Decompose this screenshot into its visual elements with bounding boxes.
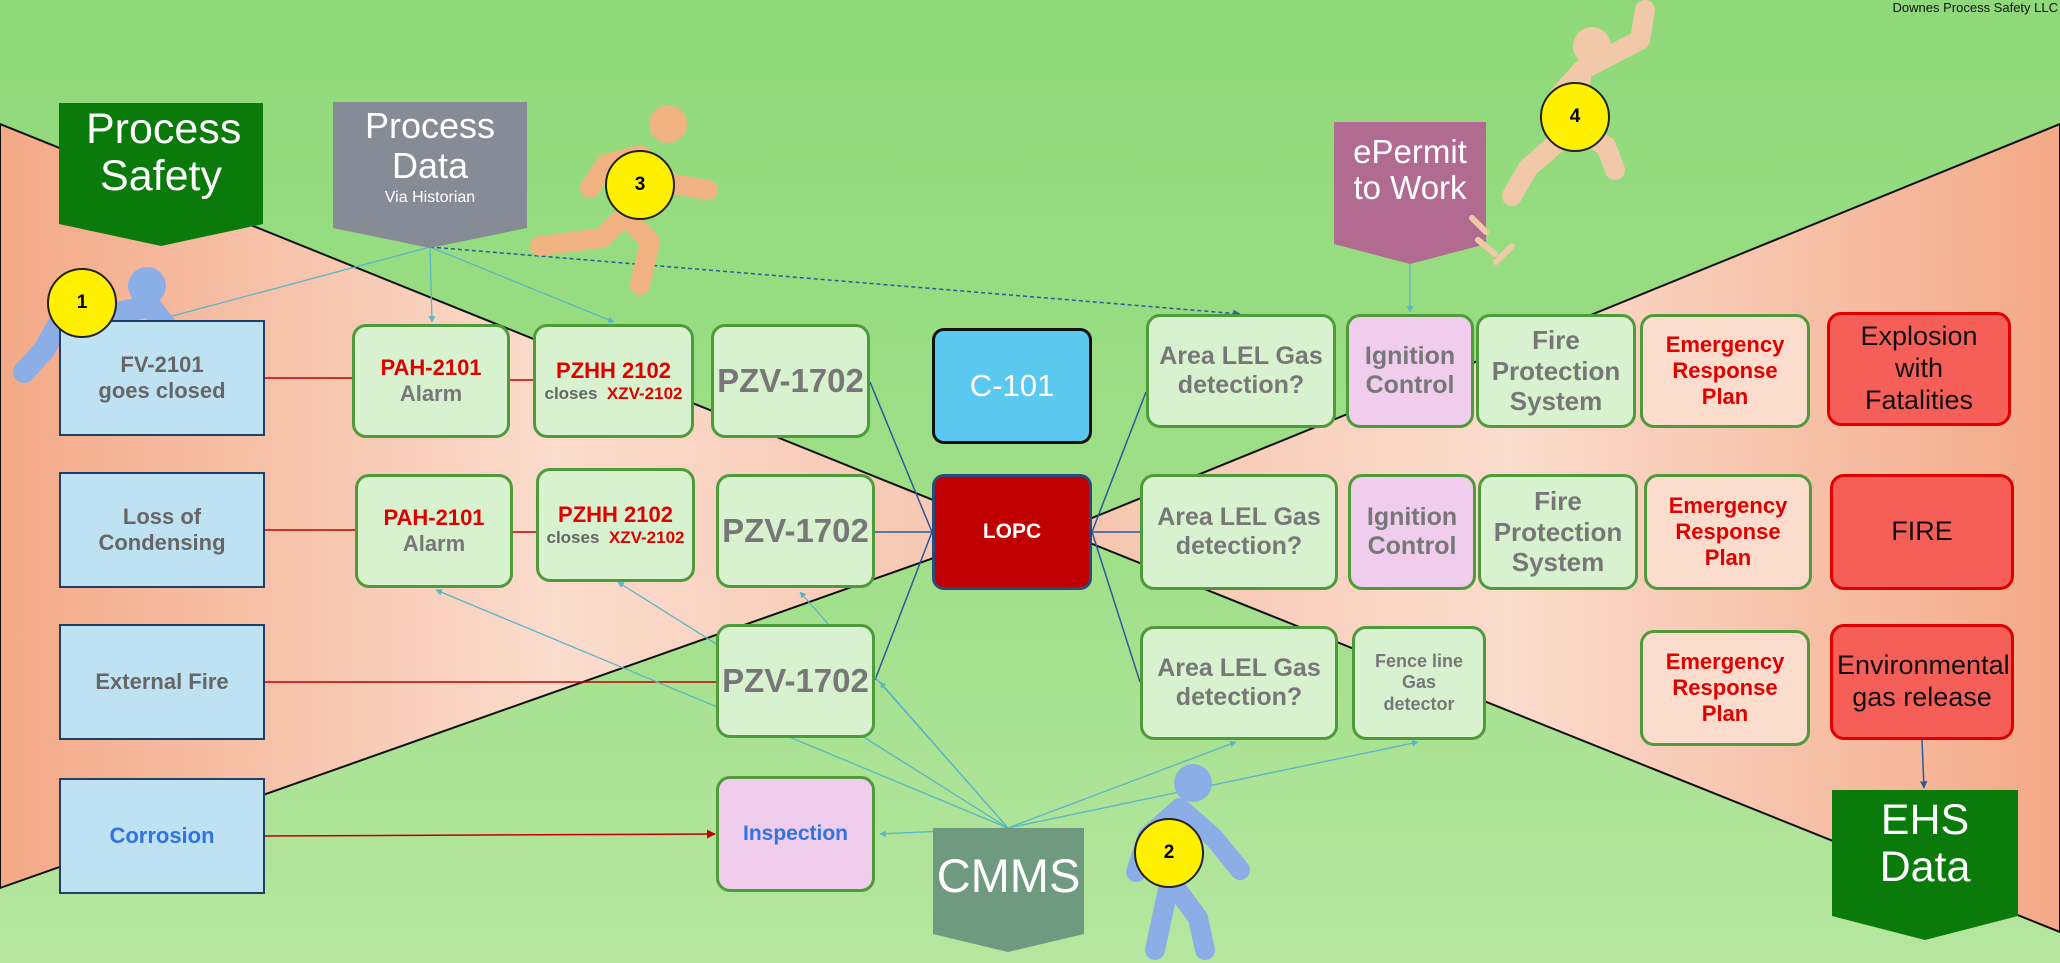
erp-label: Emergency Response Plan — [1665, 649, 1785, 726]
historian-link — [429, 246, 1241, 318]
pzv-label: PZV-1702 — [722, 661, 869, 699]
fence-line-label: Fence line Gas detector — [1374, 651, 1464, 714]
lel-detection-row3[interactable]: Area LEL Gas detection? — [1140, 626, 1338, 740]
step-marker-2: 2 — [1134, 818, 1204, 888]
epermit-flag: ePermit to Work — [1334, 133, 1486, 244]
cause-lines — [264, 377, 718, 839]
cmms-flag[interactable]: CMMS — [933, 850, 1084, 910]
pah-label: Alarm — [399, 381, 463, 406]
consequence-fire[interactable]: FIRE — [1830, 474, 2014, 590]
fire-protection-label: Fire Protection System — [1491, 324, 1621, 417]
inspection-barrier[interactable]: Inspection — [716, 776, 875, 892]
pah-label: Alarm — [402, 531, 466, 556]
worker-figure-3 — [530, 105, 718, 295]
fire-protection-row2[interactable]: Fire Protection System — [1478, 474, 1638, 590]
pah-alarm-row2[interactable]: PAH-2101 Alarm — [355, 474, 513, 588]
process-safety-flag-shape — [59, 103, 263, 246]
pah-tag: PAH-2101 — [383, 505, 485, 531]
pzv-label: PZV-1702 — [717, 361, 864, 399]
pzv-row2[interactable]: PZV-1702 — [716, 474, 875, 588]
cmms-flag-shape — [933, 828, 1084, 952]
erp-row1[interactable]: Emergency Response Plan — [1640, 314, 1810, 428]
pzv-row3[interactable]: PZV-1702 — [716, 624, 875, 738]
cause-corrosion[interactable]: Corrosion — [59, 778, 265, 894]
fire-protection-label: Fire Protection System — [1493, 485, 1623, 578]
inspection-label: Inspection — [742, 821, 848, 845]
cause-external-fire-label: External Fire — [95, 669, 229, 695]
vessel-c101[interactable]: C-101 — [932, 328, 1092, 444]
pzhh-trip-row2[interactable]: PZHH 2102 closes XZV-2102 — [536, 468, 695, 582]
center-links — [869, 381, 1928, 789]
process-data-title: Process Data — [365, 105, 496, 186]
pzhh-action: closes XZV-2102 — [547, 528, 685, 548]
lopc-label: LOPC — [982, 519, 1042, 543]
epermit-flag-shape — [1334, 122, 1486, 264]
pzhh-valve: XZV-2102 — [608, 527, 685, 547]
vessel-label: C-101 — [969, 367, 1055, 403]
credit-text: Downes Process Safety LLC — [1892, 0, 2058, 15]
pah-alarm-row1[interactable]: PAH-2101 Alarm — [352, 324, 510, 438]
erp-row2[interactable]: Emergency Response Plan — [1644, 474, 1812, 590]
ignition-label: Ignition Control — [1366, 502, 1458, 561]
process-safety-flag: Process Safety — [59, 105, 263, 226]
worker-figure-4 — [1469, 0, 1655, 265]
process-safety-title: Process Safety — [86, 105, 242, 201]
pzhh-trip-row1[interactable]: PZHH 2102 closes XZV-2102 — [533, 324, 694, 438]
process-data-flag-shape — [333, 102, 527, 248]
consequence-environmental-label: Environmental gas release — [1837, 650, 2010, 712]
lopc-top-event[interactable]: LOPC — [932, 474, 1092, 590]
flag-shapes — [59, 102, 2018, 952]
consequence-explosion[interactable]: Explosion with Fatalities — [1827, 312, 2011, 426]
ignition-control-row1[interactable]: Ignition Control — [1346, 314, 1474, 428]
erp-label: Emergency Response Plan — [1665, 332, 1785, 409]
step-marker-3: 3 — [605, 150, 675, 220]
cause-loss-of-condensing[interactable]: Loss of Condensing — [59, 472, 265, 588]
pah-tag: PAH-2101 — [380, 355, 482, 381]
erp-label: Emergency Response Plan — [1668, 493, 1788, 570]
cause-external-fire[interactable]: External Fire — [59, 624, 265, 740]
lel-label: Area LEL Gas detection? — [1157, 653, 1321, 712]
pzv-row1[interactable]: PZV-1702 — [711, 324, 870, 438]
pzhh-closes-text: closes — [544, 383, 598, 403]
pzhh-valve: XZV-2102 — [606, 383, 683, 403]
ignition-label: Ignition Control — [1364, 341, 1456, 400]
pzv-label: PZV-1702 — [722, 511, 869, 549]
cause-corrosion-label: Corrosion — [109, 823, 215, 849]
erp-row3[interactable]: Emergency Response Plan — [1640, 630, 1810, 746]
lel-label: Area LEL Gas detection? — [1159, 341, 1323, 400]
ehs-title: EHS Data — [1879, 796, 1971, 892]
process-data-subtitle: Via Historian — [384, 189, 476, 207]
consequence-explosion-label: Explosion with Fatalities — [1860, 321, 1978, 415]
consequence-environmental[interactable]: Environmental gas release — [1830, 624, 2014, 740]
pzhh-action: closes XZV-2102 — [545, 384, 683, 404]
process-data-flag: Process Data Via Historian — [333, 106, 527, 226]
ehs-flag-shape — [1832, 790, 2018, 940]
pzhh-tag: PZHH 2102 — [558, 502, 673, 527]
cause-fv-closed-label: FV-2101 goes closed — [98, 352, 226, 403]
cause-loss-of-condensing-label: Loss of Condensing — [98, 504, 226, 555]
cmms-title: CMMS — [936, 849, 1081, 902]
cause-fv-closed[interactable]: FV-2101 goes closed — [59, 320, 265, 436]
pzhh-closes-text: closes — [546, 527, 600, 547]
lel-detection-row1[interactable]: Area LEL Gas detection? — [1146, 314, 1336, 428]
lel-detection-row2[interactable]: Area LEL Gas detection? — [1140, 474, 1338, 590]
consequence-fire-label: FIRE — [1891, 516, 1953, 547]
ignition-control-row2[interactable]: Ignition Control — [1348, 474, 1476, 590]
ehs-flag: EHS Data — [1832, 796, 2018, 917]
fence-line-detector[interactable]: Fence line Gas detector — [1352, 626, 1486, 740]
step-marker-1: 1 — [47, 268, 117, 338]
step-marker-4: 4 — [1540, 82, 1610, 152]
fire-protection-row1[interactable]: Fire Protection System — [1476, 314, 1636, 428]
lel-label: Area LEL Gas detection? — [1157, 502, 1321, 561]
epermit-title: ePermit to Work — [1353, 133, 1467, 207]
pzhh-tag: PZHH 2102 — [556, 358, 671, 383]
